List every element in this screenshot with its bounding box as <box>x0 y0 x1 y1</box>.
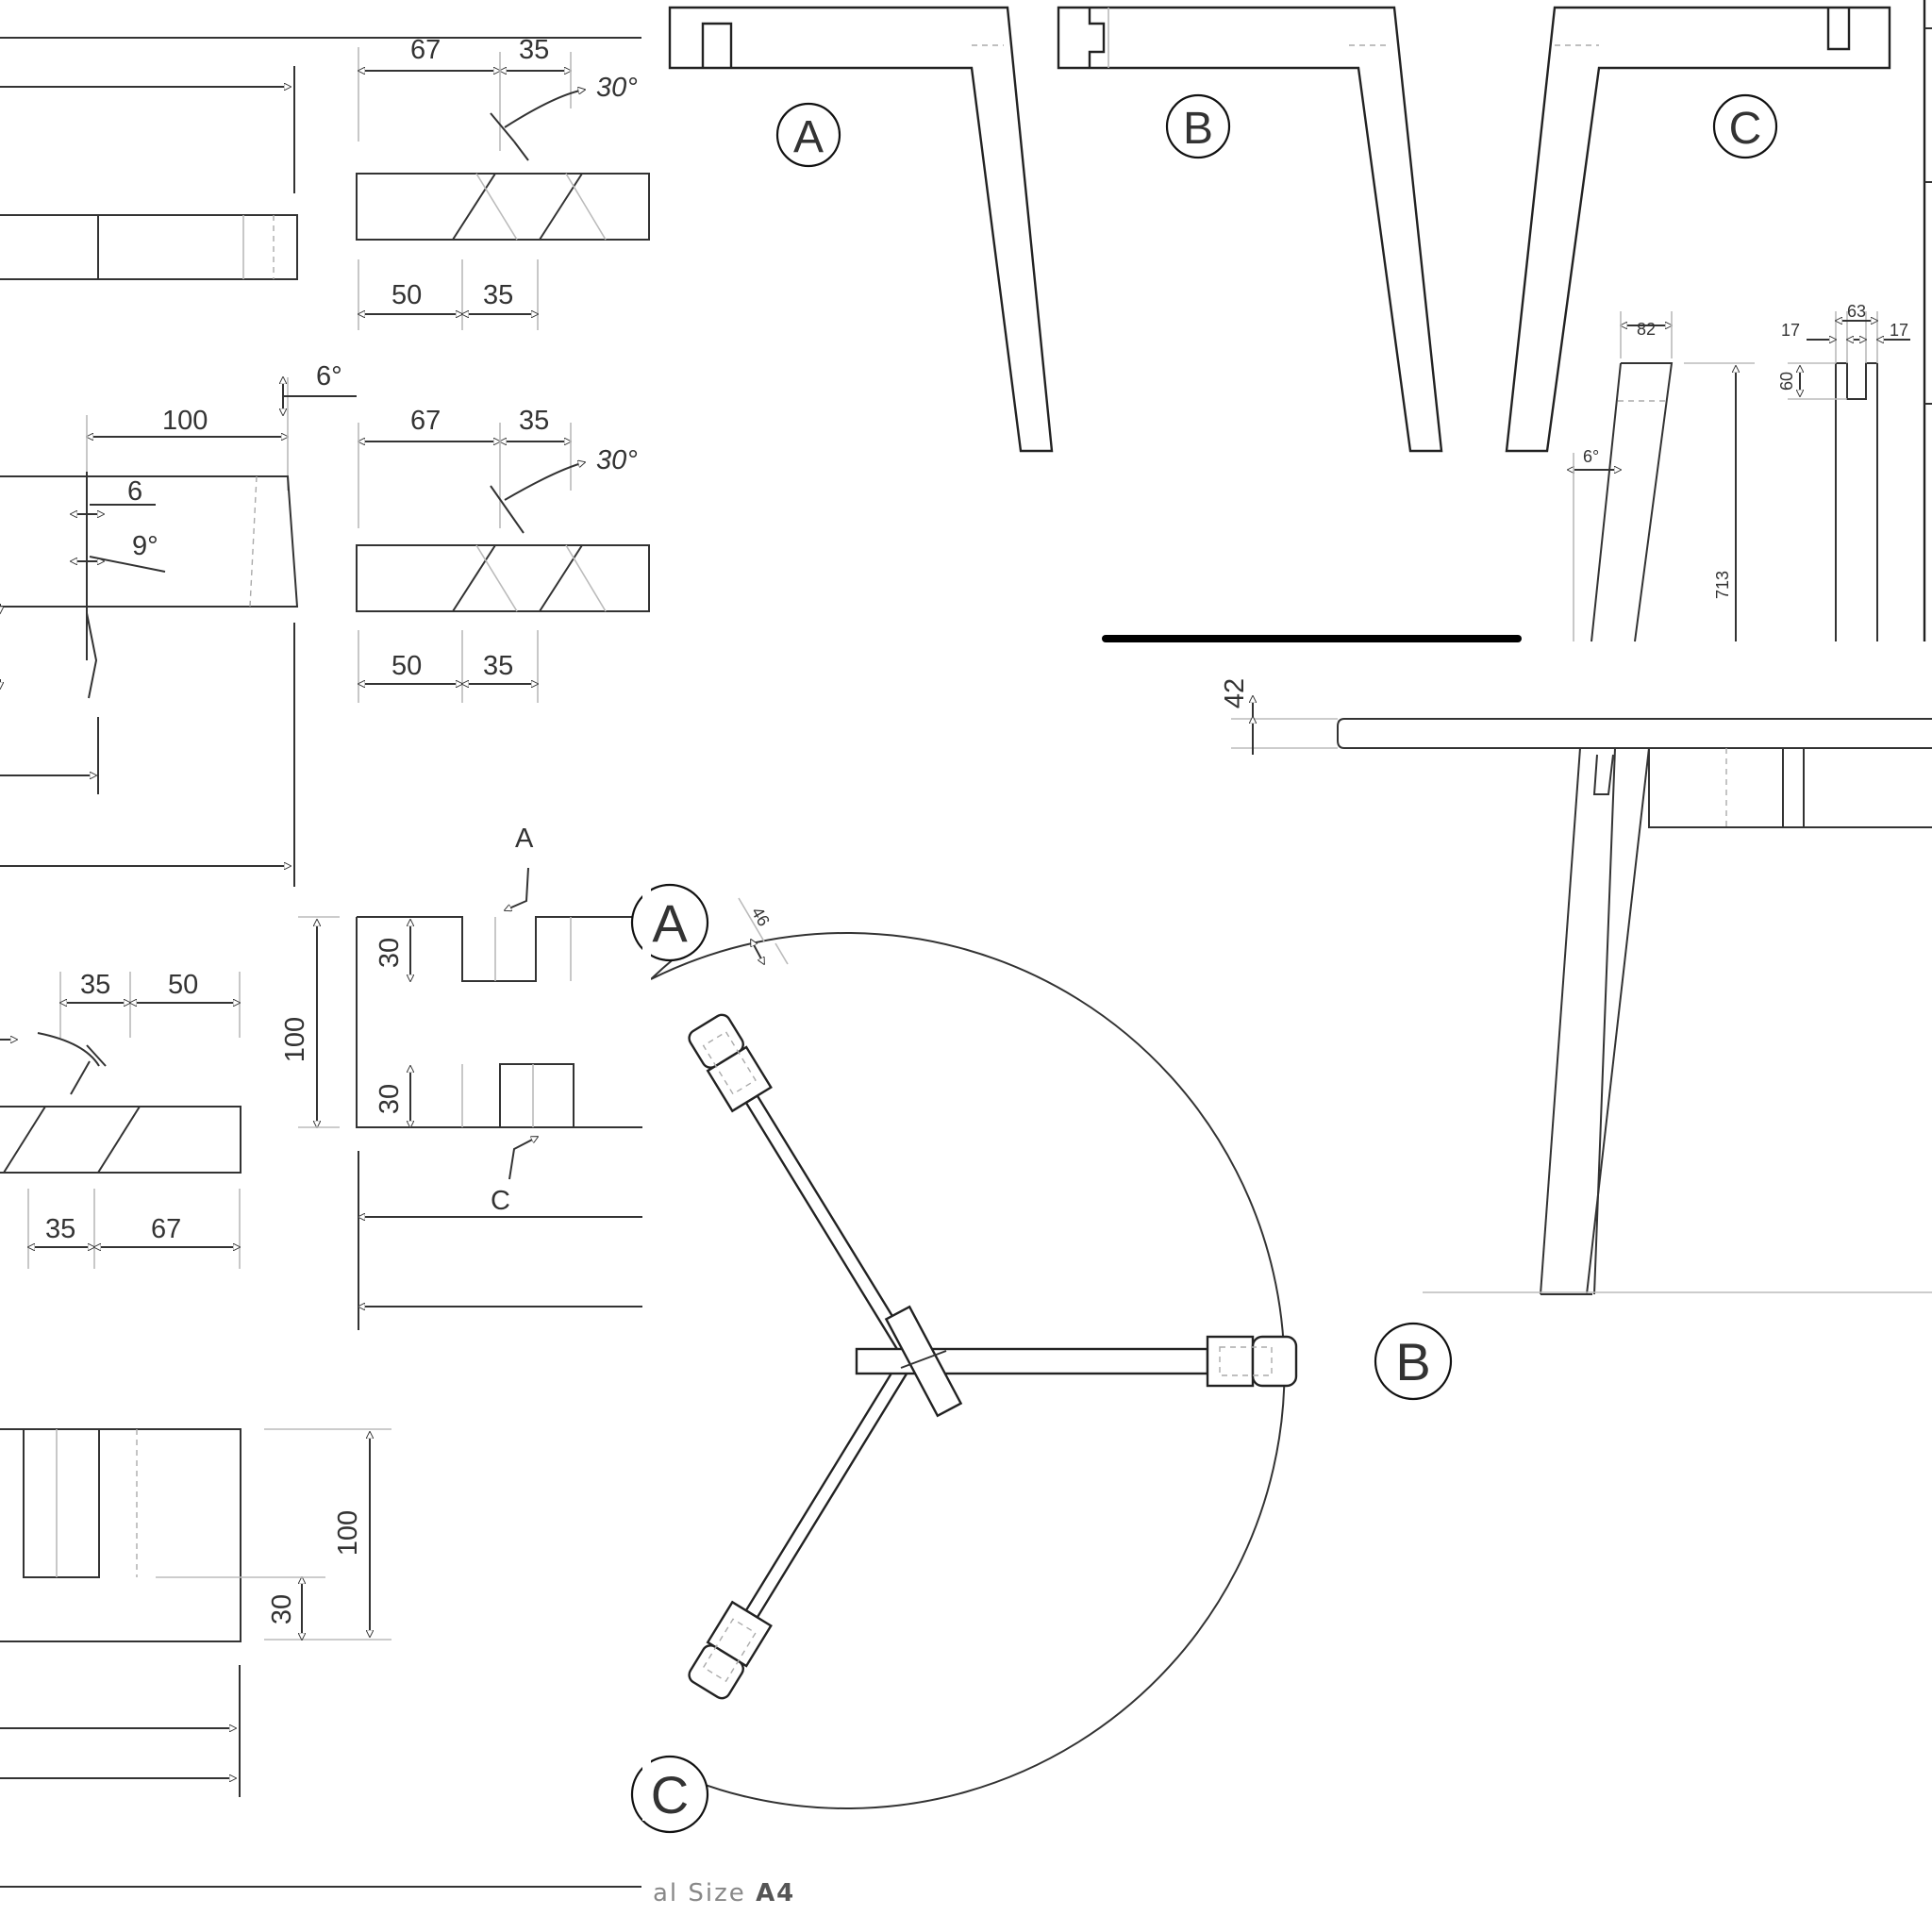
joint-detail-panel: 67 35 30° 50 35 100 6° 6 9° <box>0 35 651 1888</box>
dim-35-f: 35 <box>45 1214 75 1244</box>
caption-size: A4 <box>756 1879 796 1907</box>
dim-713: 713 <box>1713 571 1732 599</box>
dim-30deg-b: 30° <box>596 445 638 475</box>
view-label-b: B <box>1183 104 1213 154</box>
plan-label-a: A <box>652 893 688 953</box>
view-label-c: C <box>1729 104 1762 154</box>
leg-elevation-panel: A B C 82 6° 713 <box>668 0 1932 642</box>
dim-50-b: 50 <box>391 651 422 681</box>
dim-35-a: 35 <box>519 35 549 65</box>
dim-30-c: 30 <box>267 1594 297 1624</box>
dim-67-c: 67 <box>151 1214 181 1244</box>
plan-label-c: C <box>651 1765 689 1824</box>
plan-label-b: B <box>1395 1332 1430 1391</box>
dim-30-b: 30 <box>375 1084 405 1114</box>
dim-35-c: 35 <box>519 406 549 436</box>
caption-prefix: al Size <box>653 1879 757 1907</box>
dim-35-e: 35 <box>80 970 110 1000</box>
dim-100-c: 100 <box>333 1510 363 1556</box>
dim-67-b: 67 <box>410 406 441 436</box>
dim-50-c: 50 <box>168 970 198 1000</box>
dim-63: 63 <box>1847 302 1866 321</box>
dim-35-d: 35 <box>483 651 513 681</box>
dim-35-b: 35 <box>483 280 513 310</box>
dim-46: 46 <box>748 904 774 929</box>
view-label-a: A <box>793 112 824 162</box>
dim-30-a: 30 <box>375 938 405 968</box>
side-elevation-panel: 42 <box>1220 678 1932 1295</box>
callout-c: C <box>491 1186 510 1216</box>
dim-100-b: 100 <box>280 1017 310 1062</box>
dim-9deg: 9° <box>132 531 158 561</box>
panel-separator <box>1102 635 1522 642</box>
dim-50-a: 50 <box>391 280 422 310</box>
dim-60: 60 <box>1777 372 1796 391</box>
paper-size-caption: al Size A4 <box>653 1879 795 1907</box>
dim-82: 82 <box>1637 320 1656 339</box>
plan-view: 46 A B C <box>630 877 1453 1834</box>
dim-67-a: 67 <box>410 35 441 65</box>
dim-6deg-b: 6° <box>1583 447 1599 466</box>
dim-42: 42 <box>1220 678 1250 708</box>
dim-30deg-a: 30° <box>596 73 638 103</box>
dim-17-b: 17 <box>1890 321 1908 340</box>
dim-17-a: 17 <box>1781 321 1800 340</box>
dim-6deg-a: 6° <box>316 361 342 391</box>
dim-100-a: 100 <box>162 406 208 436</box>
dim-6: 6 <box>127 476 142 507</box>
callout-a: A <box>515 824 534 854</box>
